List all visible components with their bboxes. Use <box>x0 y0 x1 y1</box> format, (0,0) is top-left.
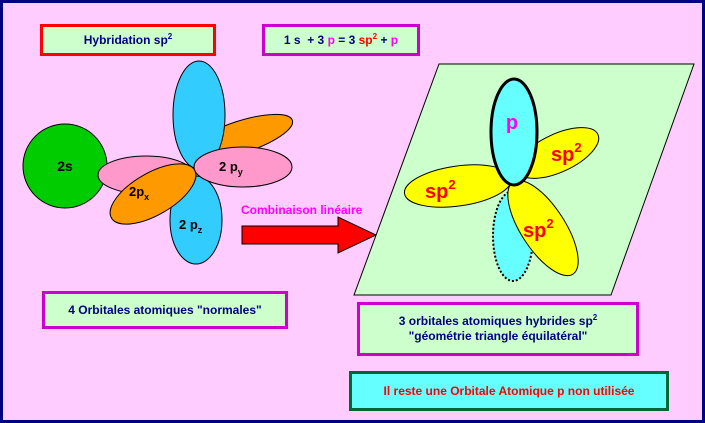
hybrid-orbitals-box: 3 orbitales atomiques hybrides sp2 "géom… <box>357 302 639 356</box>
py-right-lobe <box>193 146 293 188</box>
pz-label: 2 pz <box>179 217 203 235</box>
sp2-right-lower-label: sp2 <box>523 216 554 242</box>
title-text: Hybridation sp2 <box>83 31 173 47</box>
unused-p-label: p <box>506 112 518 134</box>
hybrid-orbitals-line1: 3 orbitales atomiques hybrides sp2 <box>398 313 598 329</box>
sp2-right-upper-label: sp2 <box>551 140 582 166</box>
unused-orbital-text: Il reste une Orbitale Atomique p non uti… <box>383 383 635 398</box>
s-orbital-label: 2s <box>57 158 73 174</box>
diagram-canvas: 2s 2px 2 py 2 pz Combinaison linéaire p … <box>3 3 702 420</box>
px-label: 2px <box>129 184 149 202</box>
equation-box: 1 s + 3 p = 3 sp2 + p <box>262 24 420 56</box>
px-front-lobe <box>109 163 197 225</box>
atomic-orbitals-box: 4 Orbitales atomiques "normales" <box>42 291 288 329</box>
arrow-icon <box>241 216 378 254</box>
sp2-left-label: sp2 <box>425 177 456 203</box>
equation-text: 1 s + 3 p = 3 sp2 + p <box>283 31 399 47</box>
unused-p-upper-lobe <box>489 77 539 187</box>
hybridization-diagram: 2s 2px 2 py 2 pz Combinaison linéaire p … <box>22 60 695 296</box>
arrow-label: Combinaison linéaire <box>241 203 363 217</box>
hybrid-orbitals-line2: "géométrie triangle équilatéral" <box>408 329 588 343</box>
unused-orbital-box: Il reste une Orbitale Atomique p non uti… <box>349 371 669 411</box>
atomic-orbitals-text: 4 Orbitales atomiques "normales" <box>68 302 262 317</box>
py-label: 2 py <box>219 159 243 177</box>
title-box: Hybridation sp2 <box>40 24 216 56</box>
